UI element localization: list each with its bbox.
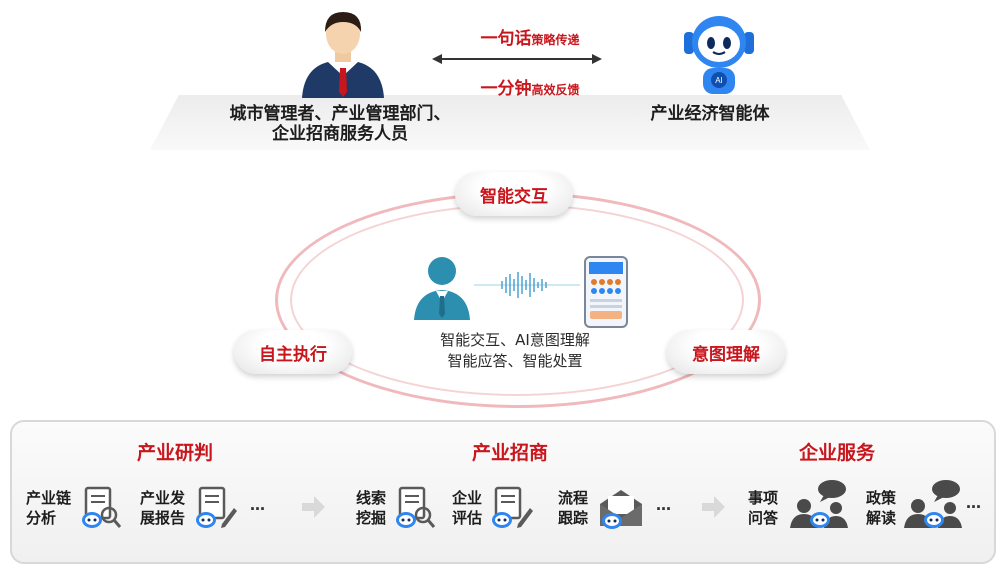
item-policy-interpretation: 政策 解读 xyxy=(866,488,896,528)
item-label-line: 流程 xyxy=(558,489,589,507)
voice-wave-icon xyxy=(474,272,580,298)
phone-app-icon xyxy=(584,256,628,328)
item-label-line: 评估 xyxy=(452,509,483,527)
report-search-icon xyxy=(396,486,436,528)
item-label-line: 挖掘 xyxy=(356,509,387,527)
section-title-service: 企业服务 xyxy=(798,442,875,464)
message-feedback-emphasis: 一分钟 xyxy=(480,79,532,99)
report-pen-icon xyxy=(196,486,237,528)
message-strategy: 一句话策略传递 xyxy=(450,24,610,49)
report-pen-icon xyxy=(492,486,533,528)
capability-line2: 智能应答、智能处置 xyxy=(447,352,583,370)
robot-badge: AI xyxy=(715,76,723,85)
item-label-line: 解读 xyxy=(866,509,897,527)
item-label-line: 展报告 xyxy=(140,509,186,527)
user-roles-line1: 城市管理者、产业管理部门、 xyxy=(229,104,451,124)
message-strategy-emphasis: 一句话 xyxy=(480,29,532,49)
item-lead-mining: 线索 挖掘 xyxy=(356,488,386,528)
item-label-line: 产业发 xyxy=(140,489,186,507)
more-research: … xyxy=(250,496,265,514)
chat-people-icon xyxy=(904,480,962,528)
item-label-line: 跟踪 xyxy=(558,509,589,527)
capability-summary: 智能交互、AI意图理解 智能应答、智能处置 xyxy=(405,330,625,372)
item-label-line: 事项 xyxy=(748,489,779,507)
capability-line1: 智能交互、AI意图理解 xyxy=(440,331,590,349)
item-matter-qa: 事项 问答 xyxy=(748,488,778,528)
section-title-investment: 产业招商 xyxy=(471,442,548,464)
item-label-line: 政策 xyxy=(866,489,897,507)
section-title-research: 产业研判 xyxy=(136,442,213,464)
item-label-line: 分析 xyxy=(26,509,57,527)
message-strategy-text: 策略传递 xyxy=(531,33,580,47)
node-interaction: 智能交互 xyxy=(455,172,573,216)
item-chain-analysis: 产业链 分析 xyxy=(26,488,71,528)
message-feedback: 一分钟高效反馈 xyxy=(450,74,610,99)
node-intent: 意图理解 xyxy=(667,330,785,374)
more-investment: … xyxy=(656,496,671,514)
bidirectional-arrow-icon xyxy=(432,54,602,64)
speaker-person-icon xyxy=(414,257,470,320)
report-search-icon xyxy=(82,486,122,528)
item-label-line: 企业 xyxy=(452,489,483,507)
message-feedback-text: 高效反馈 xyxy=(531,83,580,97)
chat-people-icon xyxy=(790,480,848,528)
user-roles-line2: 企业招商服务人员 xyxy=(272,124,408,144)
item-label-line: 产业链 xyxy=(26,489,72,507)
flow-arrow-icon xyxy=(702,496,725,518)
flow-arrow-icon xyxy=(302,496,325,518)
item-process-tracking: 流程 跟踪 xyxy=(558,488,588,528)
envelope-icon xyxy=(600,490,642,529)
item-label-line: 问答 xyxy=(748,509,779,527)
item-label-line: 线索 xyxy=(356,489,387,507)
top-stage xyxy=(150,95,870,150)
item-development-report: 产业发 展报告 xyxy=(140,488,185,528)
user-roles-label: 城市管理者、产业管理部门、 企业招商服务人员 xyxy=(190,104,490,144)
item-enterprise-evaluation: 企业 评估 xyxy=(452,488,482,528)
more-service: … xyxy=(966,494,981,512)
agent-label: 产业经济智能体 xyxy=(650,104,770,124)
node-execution: 自主执行 xyxy=(234,330,352,374)
manager-person-icon xyxy=(302,12,384,98)
ai-robot-icon: AI xyxy=(684,16,754,94)
